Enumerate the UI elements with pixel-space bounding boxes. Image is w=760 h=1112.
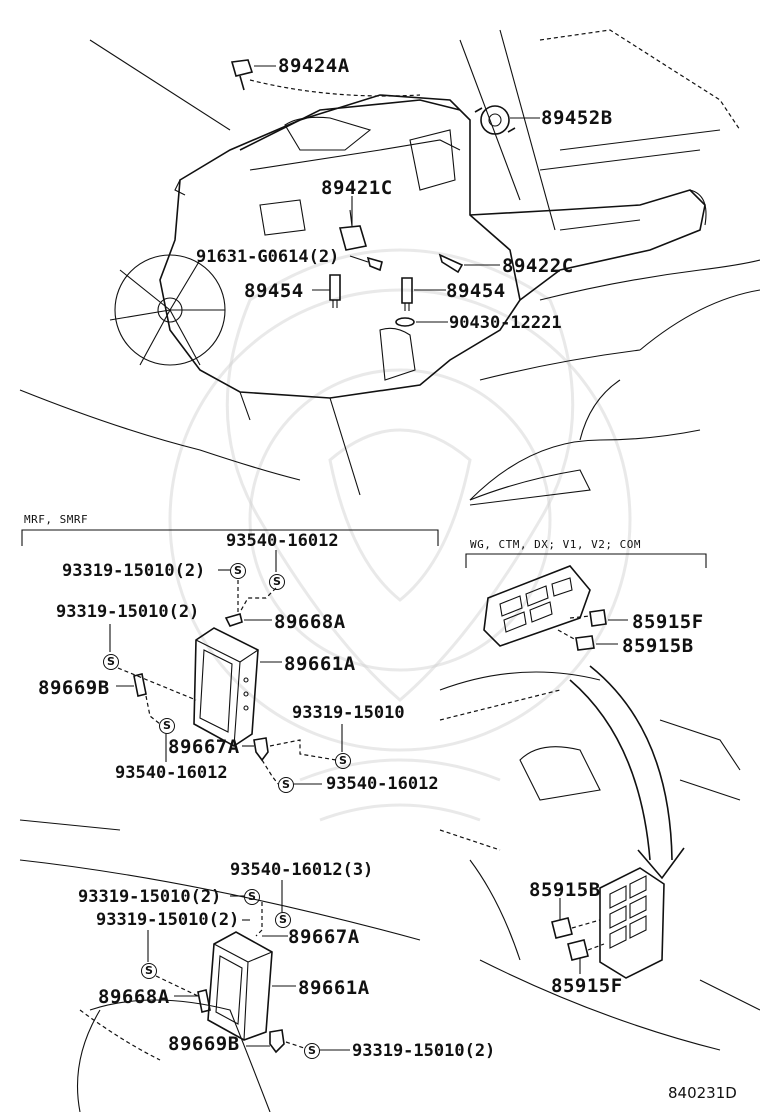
ecu-b-leader-lines: [19, 819, 421, 1112]
seal-symbol: S: [230, 563, 246, 579]
seal-symbol: S: [278, 777, 294, 793]
part-label-93540-16012-3[interactable]: 93540-16012(3): [230, 860, 374, 880]
part-label-85915B-top[interactable]: 85915B: [622, 635, 694, 657]
watermark-emblem: [168, 248, 632, 822]
part-label-89424A[interactable]: 89424A: [278, 55, 350, 77]
section-brackets: [21, 529, 707, 568]
part-label-85915F-bottom[interactable]: 85915F: [551, 975, 623, 997]
seal-symbol: S: [269, 574, 285, 590]
part-label-89454-left[interactable]: 89454: [244, 280, 304, 302]
engine-illustration: [19, 94, 707, 496]
part-label-89452B[interactable]: 89452B: [541, 107, 613, 129]
part-label-85915F-top[interactable]: 85915F: [632, 611, 704, 633]
part-label-89669B-b[interactable]: 89669B: [168, 1033, 240, 1055]
part-label-90430-12221[interactable]: 90430-12221: [449, 313, 562, 333]
part-label-93319-15010-2-b[interactable]: 93319-15010(2): [56, 602, 200, 622]
part-label-89668A-a[interactable]: 89668A: [274, 611, 346, 633]
part-label-89667A-a[interactable]: 89667A: [168, 736, 240, 758]
part-label-93540-16012-right[interactable]: 93540-16012: [326, 774, 439, 794]
part-label-89667A-b[interactable]: 89667A: [288, 926, 360, 948]
seal-symbol: S: [304, 1043, 320, 1059]
part-label-89661A-a[interactable]: 89661A: [284, 653, 356, 675]
group-label-mrf-smrf: MRF, SMRF: [24, 513, 89, 526]
group-label-wg-ctm: WG, CTM, DX; V1, V2; COM: [470, 538, 641, 551]
diagram-code: 840231D: [668, 1084, 737, 1102]
ecu-a-illustration: [133, 613, 269, 762]
ecu-b-illustration: [197, 931, 285, 1054]
part-label-91631-G0614[interactable]: 91631-G0614(2): [196, 247, 340, 267]
seal-symbol: S: [159, 718, 175, 734]
part-label-85915B-bottom[interactable]: 85915B: [529, 879, 601, 901]
relay-block-illustration: [439, 565, 760, 1051]
seal-symbol: S: [335, 753, 351, 769]
part-label-89669B-a[interactable]: 89669B: [38, 677, 110, 699]
part-label-93319-15010-2-d[interactable]: 93319-15010(2): [96, 910, 240, 930]
part-label-93540-16012-left[interactable]: 93540-16012: [115, 763, 228, 783]
part-label-89661A-b[interactable]: 89661A: [298, 977, 370, 999]
part-label-89421C[interactable]: 89421C: [321, 177, 393, 199]
part-label-93319-15010-single[interactable]: 93319-15010: [292, 703, 405, 723]
part-label-93540-16012-top[interactable]: 93540-16012: [226, 531, 339, 551]
seal-symbol: S: [275, 912, 291, 928]
part-label-93319-15010-2-a[interactable]: 93319-15010(2): [62, 561, 206, 581]
part-label-93319-15010-2-e[interactable]: 93319-15010(2): [352, 1041, 496, 1061]
seal-symbol: S: [244, 889, 260, 905]
part-label-93319-15010-2-c[interactable]: 93319-15010(2): [78, 887, 222, 907]
ecu-a-leader-lines: [109, 550, 343, 785]
part-label-89668A-b[interactable]: 89668A: [98, 986, 170, 1008]
part-label-89422C[interactable]: 89422C: [502, 255, 574, 277]
engine-leader-lines: [254, 65, 540, 323]
seal-symbol: S: [141, 963, 157, 979]
part-label-89454-right[interactable]: 89454: [446, 280, 506, 302]
seal-symbol: S: [103, 654, 119, 670]
vehicle-body-lines: [89, 29, 760, 506]
